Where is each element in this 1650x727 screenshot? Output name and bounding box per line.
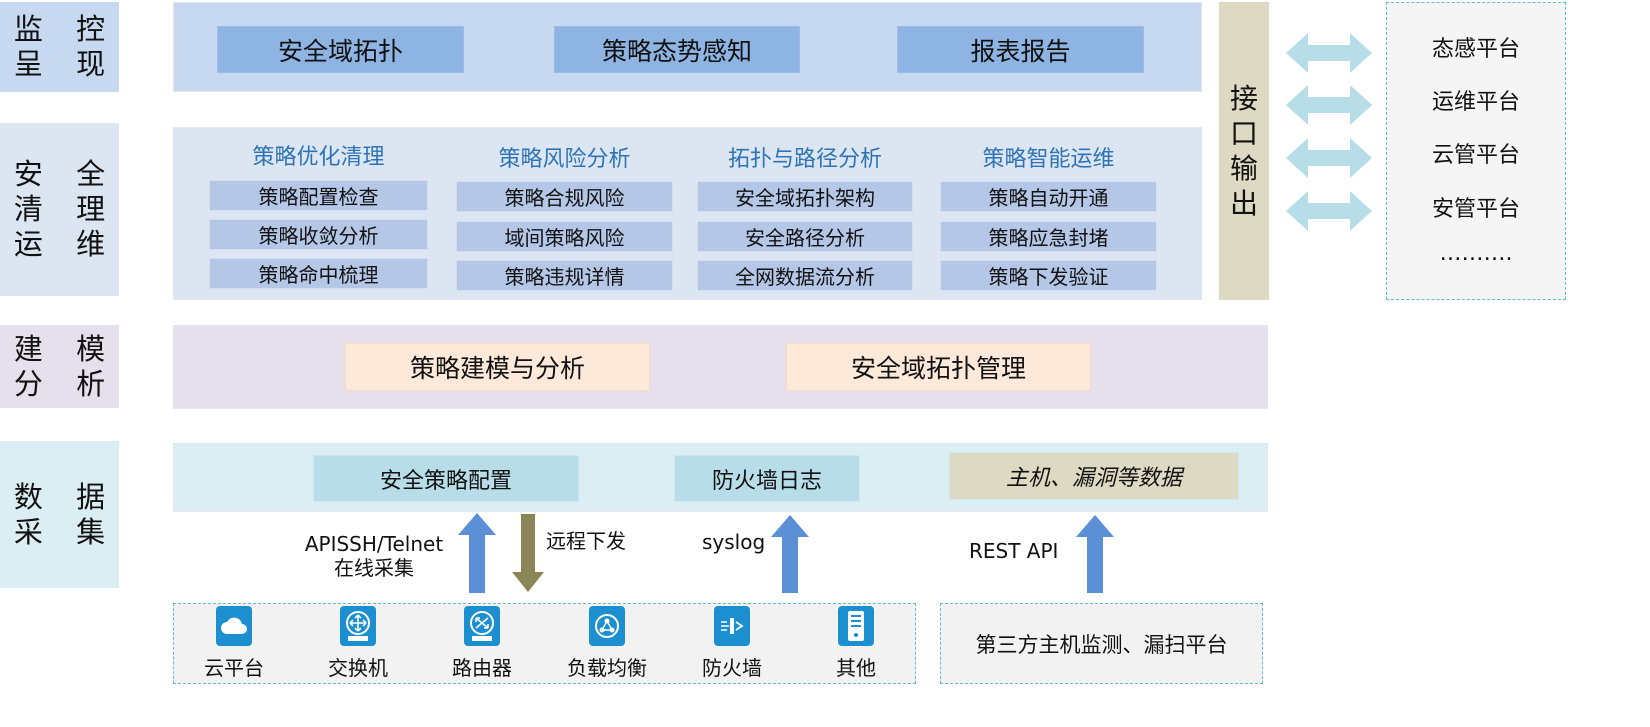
arrow-label-rest: REST API (969, 539, 1059, 563)
ops-column-title-topology: 拓扑与路径分析 (727, 147, 882, 172)
double-arrow-icon (1286, 191, 1372, 231)
double-arrow-icon (1286, 138, 1372, 178)
collect-item-policy-config: 安全策略配置 (313, 455, 579, 502)
ops-column-title-risk: 策略风险分析 (498, 147, 631, 172)
firewall-icon (714, 606, 750, 646)
router-icon (464, 606, 500, 646)
down-arrow-remote (512, 514, 544, 592)
platform-cloud: 云管平台 (1431, 143, 1520, 168)
ops-item: 策略下发验证 (940, 260, 1157, 291)
layer-label-model: 建 模分 析 (0, 325, 119, 408)
ops-item: 安全路径分析 (697, 221, 913, 252)
platform-ops: 运维平台 (1431, 90, 1520, 115)
up-arrow-icon (458, 513, 496, 593)
ops-item: 全网数据流分析 (697, 260, 913, 291)
double-arrow-icon (1286, 85, 1372, 125)
ops-item: 策略自动开通 (940, 181, 1157, 212)
double-arrow-icon (1286, 33, 1372, 73)
model-item-topology: 安全域拓扑管理 (786, 343, 1091, 391)
platform-more: ………. (1439, 241, 1513, 266)
ops-item: 策略违规详情 (456, 260, 673, 291)
load-balancer-icon (589, 606, 625, 646)
up-arrow-icon (1076, 515, 1114, 593)
ops-column-title-optimize: 策略优化清理 (252, 145, 385, 170)
ops-item: 策略配置检查 (209, 180, 428, 211)
interface-output-band: 接 口 输 出 (1219, 2, 1269, 300)
device-firewall: 防火墙 (687, 606, 777, 681)
monitor-item-topology: 安全域拓扑 (217, 26, 464, 73)
ops-item: 策略应急封堵 (940, 221, 1157, 252)
layer-label-monitor: 监 控呈 现 (0, 2, 119, 92)
server-icon (838, 606, 874, 646)
arrow-label-api: APISSH/Telnet 在线采集 (304, 532, 444, 580)
ops-item: 策略合规风险 (456, 181, 673, 212)
up-arrow-rest (1076, 515, 1114, 593)
ops-item: 域间策略风险 (456, 221, 673, 252)
device-other: 其他 (811, 606, 901, 681)
up-arrow-api (458, 513, 496, 593)
third-party-panel: 第三方主机监测、漏扫平台 (940, 603, 1263, 684)
up-arrow-syslog (771, 515, 809, 593)
device-cloud: 云平台 (189, 606, 279, 681)
arrow-label-syslog: syslog (702, 530, 766, 554)
collect-item-firewall-log: 防火墙日志 (674, 455, 860, 502)
model-band (173, 325, 1268, 409)
device-load-balancer: 负载均衡 (562, 606, 652, 681)
cloud-icon (216, 606, 252, 646)
platform-situation: 态感平台 (1431, 37, 1520, 62)
arrow-label-remote: 远程下发 (546, 529, 626, 553)
device-switch: 交换机 (313, 606, 403, 681)
collect-item-host-vuln: 主机、漏洞等数据 (949, 452, 1239, 500)
ops-item: 策略收敛分析 (209, 219, 428, 250)
platform-security: 安管平台 (1431, 197, 1520, 222)
monitor-item-situation: 策略态势感知 (554, 26, 800, 73)
layer-label-collect: 数 据采 集 (0, 441, 119, 588)
ops-item: 安全域拓扑架构 (697, 181, 913, 212)
device-router: 路由器 (437, 606, 527, 681)
third-party-label: 第三方主机监测、漏扫平台 (975, 632, 1228, 657)
up-arrow-icon (771, 515, 809, 593)
double-arrows (1286, 33, 1372, 231)
layer-label-ops: 安 全清 理运 维 (0, 123, 119, 296)
ops-column-title-smart-ops: 策略智能运维 (982, 147, 1115, 172)
devices-panel (173, 603, 916, 684)
model-item-policy: 策略建模与分析 (345, 343, 650, 391)
external-platforms-panel: 态感平台 运维平台 云管平台 安管平台 ………. (1386, 2, 1566, 300)
monitor-item-reports: 报表报告 (897, 26, 1144, 73)
down-arrow-icon (512, 514, 544, 592)
switch-icon (340, 606, 376, 646)
ops-item: 策略命中梳理 (209, 258, 428, 289)
